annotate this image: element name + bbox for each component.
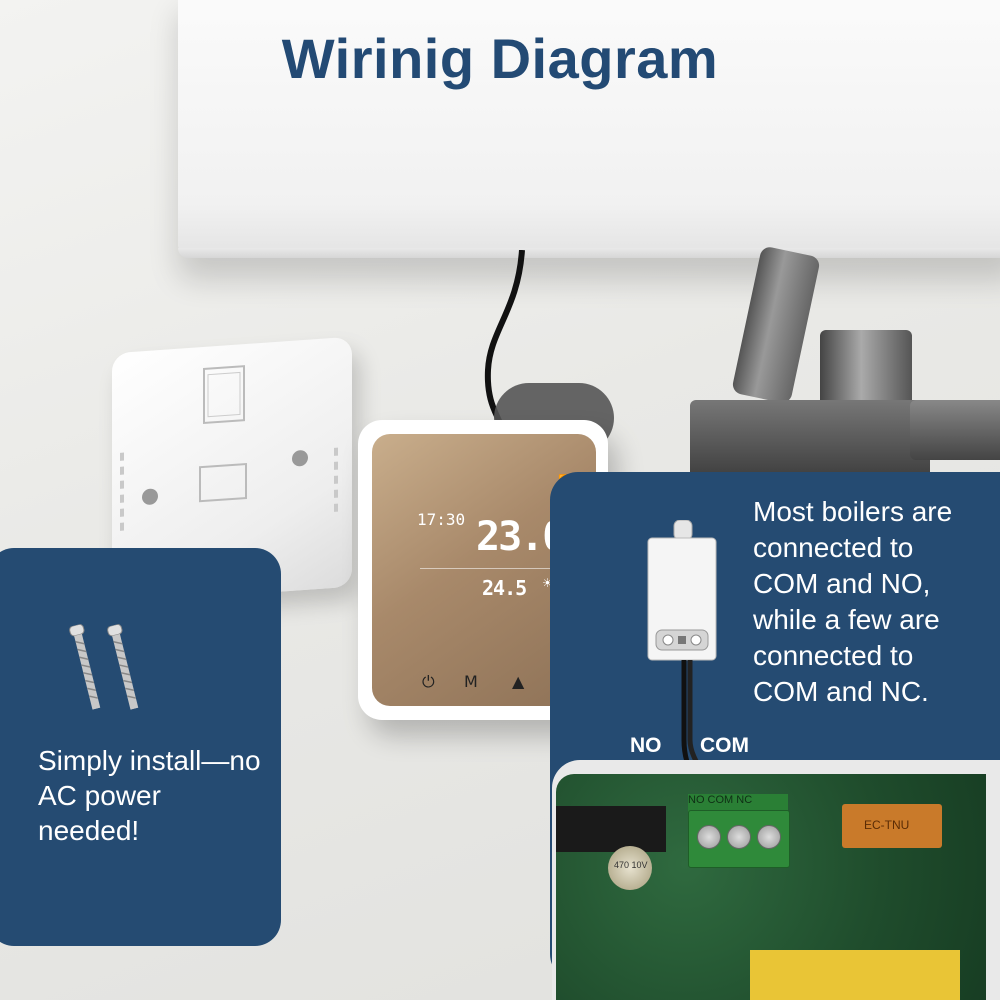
- pcb-photo: NO COM NC EC-TNU 470 10V: [552, 760, 1000, 1000]
- yellow-component: [750, 950, 960, 1000]
- screen-divider: [420, 568, 550, 569]
- screw-icon: [69, 623, 101, 710]
- screw-icon: [107, 623, 139, 710]
- boiler-unit: [178, 0, 1000, 258]
- page-title: Wirinig Diagram: [281, 27, 719, 90]
- relay: EC-TNU: [842, 804, 942, 848]
- sun-icon: ☀: [542, 576, 553, 590]
- terminal-block: [688, 810, 790, 868]
- boiler-icon: [647, 520, 717, 661]
- room-temperature: 24.5: [482, 576, 527, 600]
- circuit-board: NO COM NC EC-TNU 470 10V: [556, 774, 986, 1000]
- wiring-note: Most boilers are connected to COM and NO…: [753, 496, 953, 707]
- wire-label-no: NO: [630, 734, 662, 757]
- boiler-pipes: [690, 245, 1000, 480]
- up-button[interactable]: ▲: [512, 672, 525, 691]
- power-button[interactable]: ⏻: [422, 672, 435, 691]
- thermostat-backplate: [112, 336, 352, 604]
- terminal-label: NO COM NC: [688, 794, 788, 812]
- install-note: Simply install—no AC power needed!: [38, 745, 261, 846]
- mode-button[interactable]: M: [464, 672, 478, 691]
- info-panel-left: [0, 548, 281, 946]
- wire-label-com: COM: [700, 734, 749, 757]
- time-display: 17:30: [417, 510, 466, 529]
- capacitor: 470 10V: [608, 846, 652, 890]
